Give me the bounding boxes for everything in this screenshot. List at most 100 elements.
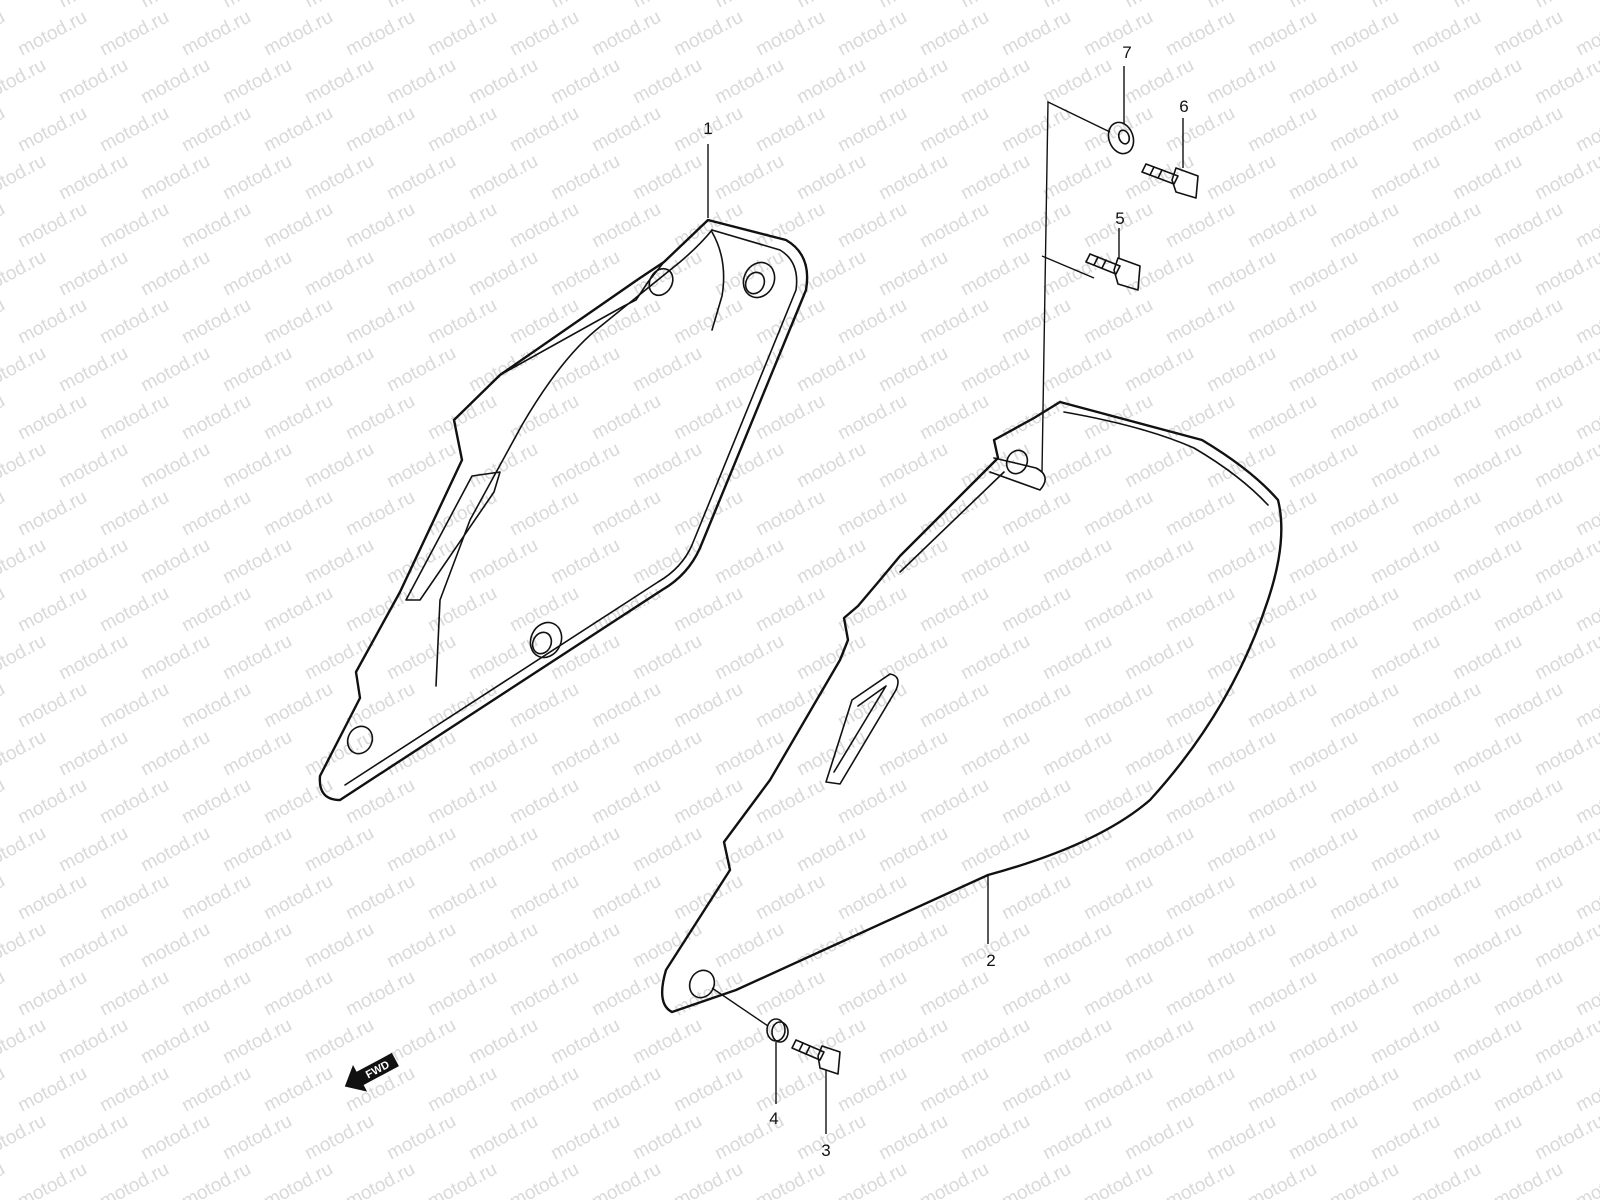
watermark-text: motod.ru xyxy=(1572,103,1600,157)
watermark-text: motod.ru xyxy=(178,487,254,541)
watermark-text: motod.ru xyxy=(957,55,1033,109)
part-7-washer[interactable] xyxy=(1104,119,1137,157)
watermark-text: motod.ru xyxy=(1080,583,1156,637)
watermark-text: motod.ru xyxy=(1326,295,1402,349)
part-4-grommet[interactable] xyxy=(766,1018,789,1043)
watermark-text: motod.ru xyxy=(1121,247,1197,301)
watermark-text: motod.ru xyxy=(670,871,746,925)
watermark-text: motod.ru xyxy=(1121,1111,1197,1165)
watermark-text: motod.ru xyxy=(342,103,418,157)
watermark-text: motod.ru xyxy=(1572,7,1600,61)
watermark-text: motod.ru xyxy=(998,583,1074,637)
watermark-text: motod.ru xyxy=(670,1063,746,1117)
watermark-text: motod.ru xyxy=(0,0,50,12)
watermark-text: motod.ru xyxy=(1326,199,1402,253)
watermark-text: motod.ru xyxy=(998,679,1074,733)
watermark-text: motod.ru xyxy=(1162,967,1238,1021)
callout-3: 3 xyxy=(821,1141,830,1160)
watermark-text: motod.ru xyxy=(0,391,9,445)
watermark-text: motod.ru xyxy=(834,103,910,157)
watermark-text: motod.ru xyxy=(219,919,295,973)
watermark-text: motod.ru xyxy=(1162,7,1238,61)
part-1-side-cover-inner[interactable] xyxy=(318,218,809,802)
watermark-text: motod.ru xyxy=(1162,103,1238,157)
watermark-text: motod.ru xyxy=(1531,727,1600,781)
watermark-text: motod.ru xyxy=(55,55,131,109)
watermark-text: motod.ru xyxy=(14,967,90,1021)
watermark-text: motod.ru xyxy=(506,7,582,61)
watermark-text: motod.ru xyxy=(178,199,254,253)
watermark-text: motod.ru xyxy=(1572,583,1600,637)
watermark-text: motod.ru xyxy=(1162,1159,1238,1200)
watermark-text: motod.ru xyxy=(916,967,992,1021)
watermark-text: motod.ru xyxy=(1039,631,1115,685)
watermark-text: motod.ru xyxy=(1531,343,1600,397)
part-3-bolt[interactable] xyxy=(791,1039,841,1075)
watermark-text: motod.ru xyxy=(588,103,664,157)
watermark-text: motod.ru xyxy=(1326,487,1402,541)
watermark-text: motod.ru xyxy=(1572,967,1600,1021)
watermark-text: motod.ru xyxy=(178,967,254,1021)
watermark-text: motod.ru xyxy=(260,391,336,445)
watermark-text: motod.ru xyxy=(383,55,459,109)
watermark-text: motod.ru xyxy=(0,823,50,877)
watermark-text: motod.ru xyxy=(916,775,992,829)
watermark-text: motod.ru xyxy=(506,679,582,733)
watermark-text: motod.ru xyxy=(55,343,131,397)
watermark-text: motod.ru xyxy=(1080,679,1156,733)
watermark-text: motod.ru xyxy=(1326,775,1402,829)
watermark-text: motod.ru xyxy=(1039,343,1115,397)
watermark-text: motod.ru xyxy=(875,439,951,493)
watermark-text: motod.ru xyxy=(1449,1111,1525,1165)
watermark-text: motod.ru xyxy=(301,1111,377,1165)
watermark-text: motod.ru xyxy=(178,1159,254,1200)
watermark-text: motod.ru xyxy=(1039,151,1115,205)
watermark-text: motod.ru xyxy=(1572,871,1600,925)
watermark-text: motod.ru xyxy=(465,727,541,781)
watermark-text: motod.ru xyxy=(1244,1063,1320,1117)
watermark-text: motod.ru xyxy=(1490,775,1566,829)
watermark-text: motod.ru xyxy=(1203,247,1279,301)
watermark-text: motod.ru xyxy=(137,0,213,12)
watermark-text: motod.ru xyxy=(301,439,377,493)
watermark-text: motod.ru xyxy=(1367,343,1443,397)
part-2-side-cover-outer[interactable] xyxy=(660,400,1283,1014)
watermark-text: motod.ru xyxy=(1449,823,1525,877)
watermark-text: motod.ru xyxy=(1367,439,1443,493)
watermark-text: motod.ru xyxy=(875,151,951,205)
watermark-text: motod.ru xyxy=(1039,247,1115,301)
watermark-text: motod.ru xyxy=(711,919,787,973)
watermark-text: motod.ru xyxy=(465,535,541,589)
watermark-text: motod.ru xyxy=(1572,679,1600,733)
watermark-text: motod.ru xyxy=(1408,967,1484,1021)
watermark-text: motod.ru xyxy=(96,391,172,445)
part-6-bolt[interactable] xyxy=(1141,163,1199,199)
watermark-text: motod.ru xyxy=(1531,1111,1600,1165)
watermark-text: motod.ru xyxy=(875,919,951,973)
part-5-bolt[interactable] xyxy=(1085,253,1141,291)
watermark-text: motod.ru xyxy=(1203,727,1279,781)
watermark-text: motod.ru xyxy=(588,775,664,829)
watermark-text: motod.ru xyxy=(424,1159,500,1200)
watermark-text: motod.ru xyxy=(1285,55,1361,109)
watermark-text: motod.ru xyxy=(1367,55,1443,109)
watermark-text: motod.ru xyxy=(711,439,787,493)
watermark-text: motod.ru xyxy=(1572,295,1600,349)
watermark-text: motod.ru xyxy=(1162,391,1238,445)
watermark-text: motod.ru xyxy=(670,487,746,541)
watermark-text: motod.ru xyxy=(1121,727,1197,781)
watermark-text: motod.ru xyxy=(834,1159,910,1200)
watermark-text: motod.ru xyxy=(752,487,828,541)
watermark-text: motod.ru xyxy=(1244,295,1320,349)
watermark-text: motod.ru xyxy=(916,583,992,637)
watermark-text: motod.ru xyxy=(1408,679,1484,733)
watermark-text: motod.ru xyxy=(1080,1063,1156,1117)
callout-5: 5 xyxy=(1115,209,1124,228)
watermark-text: motod.ru xyxy=(1490,7,1566,61)
watermark-text: motod.ru xyxy=(1080,295,1156,349)
watermark-text: motod.ru xyxy=(629,631,705,685)
watermark-text: motod.ru xyxy=(178,871,254,925)
watermark-text: motod.ru xyxy=(219,151,295,205)
watermark-text: motod.ru xyxy=(1572,391,1600,445)
watermark-text: motod.ru xyxy=(711,823,787,877)
